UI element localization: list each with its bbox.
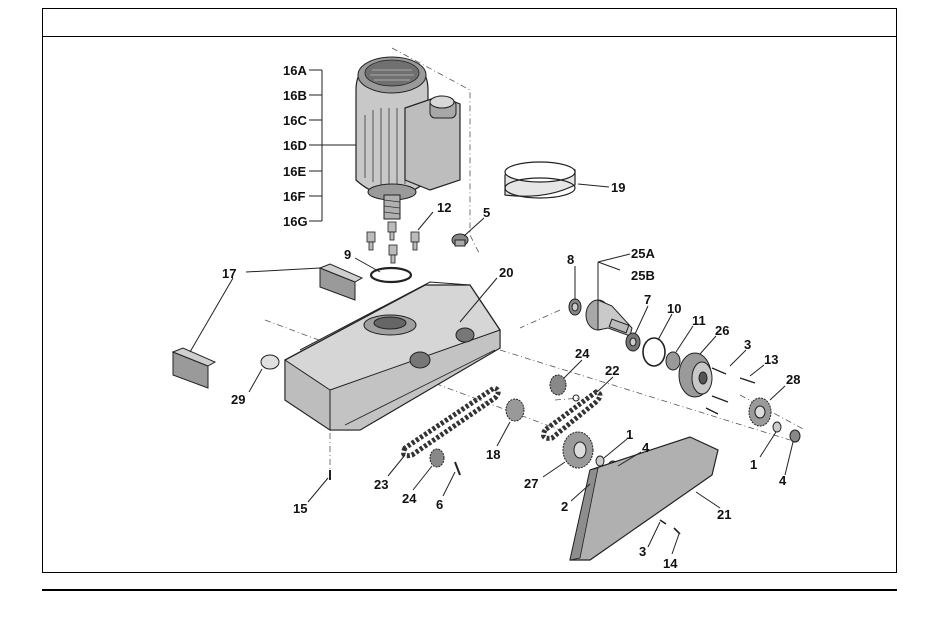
label-17: 17 [222, 266, 236, 281]
label-9: 9 [344, 247, 351, 262]
bearing-7 [626, 333, 640, 351]
sprocket-28 [749, 398, 771, 426]
label-1-right: 1 [750, 457, 757, 472]
label-24-top: 24 [575, 346, 590, 361]
label-6: 6 [436, 497, 443, 512]
label-23: 23 [374, 477, 388, 492]
label-22: 22 [605, 363, 619, 378]
washer-1-right [773, 422, 781, 432]
label-2: 2 [561, 499, 568, 514]
handle-17-lower [173, 348, 215, 388]
label-16E: 16E [283, 164, 306, 179]
bolt-set-12 [367, 222, 419, 263]
label-25B: 25B [631, 268, 655, 283]
label-16B: 16B [283, 88, 307, 103]
label-4-left: 4 [642, 440, 650, 455]
label-3-bottom: 3 [639, 544, 646, 559]
label-25A: 25A [631, 246, 655, 261]
bumper-29 [261, 355, 279, 369]
label-20: 20 [499, 265, 513, 280]
label-16G: 16G [283, 214, 308, 229]
label-26: 26 [715, 323, 729, 338]
label-16D: 16D [283, 138, 307, 153]
label-3-top: 3 [744, 337, 751, 352]
label-27: 27 [524, 476, 538, 491]
chain-23 [404, 388, 499, 456]
nut-4-right [790, 430, 800, 442]
ring-10 [643, 338, 665, 366]
label-28: 28 [786, 372, 800, 387]
belt-19 [505, 162, 575, 198]
label-24-bottom: 24 [402, 491, 417, 506]
bearing-8 [569, 299, 581, 315]
label-13: 13 [764, 352, 778, 367]
electric-motor [356, 57, 460, 219]
label-10: 10 [667, 301, 681, 316]
label-16F: 16F [283, 189, 305, 204]
sprocket-24-upper [550, 375, 579, 401]
label-8: 8 [567, 252, 574, 267]
pulley-26 [679, 353, 712, 397]
shaft-25 [586, 300, 632, 336]
screws-13 [706, 368, 755, 414]
label-11: 11 [692, 313, 706, 328]
sprocket-24-lower [430, 449, 444, 467]
part-labels: 16A 16B 16C 16D 16E 16F 16G 12 5 9 17 20… [222, 63, 800, 571]
footer-rule [42, 589, 897, 591]
label-15: 15 [293, 501, 307, 516]
sprocket-18 [506, 399, 524, 421]
plug-5 [452, 234, 468, 246]
label-5: 5 [483, 205, 490, 220]
label-14: 14 [663, 556, 678, 571]
label-12: 12 [437, 200, 451, 215]
washer-1-left [596, 456, 604, 466]
label-4-right: 4 [779, 473, 787, 488]
key-6 [455, 462, 460, 475]
seal-11 [666, 352, 680, 370]
label-19: 19 [611, 180, 625, 195]
label-21: 21 [717, 507, 731, 522]
screws-3-14 [660, 520, 680, 534]
label-18: 18 [486, 447, 500, 462]
label-16A: 16A [283, 63, 307, 78]
label-29: 29 [231, 392, 245, 407]
label-1-left: 1 [626, 427, 633, 442]
sprocket-27 [563, 432, 593, 468]
handle-17-upper [320, 264, 362, 300]
label-7: 7 [644, 292, 651, 307]
label-16C: 16C [283, 113, 307, 128]
